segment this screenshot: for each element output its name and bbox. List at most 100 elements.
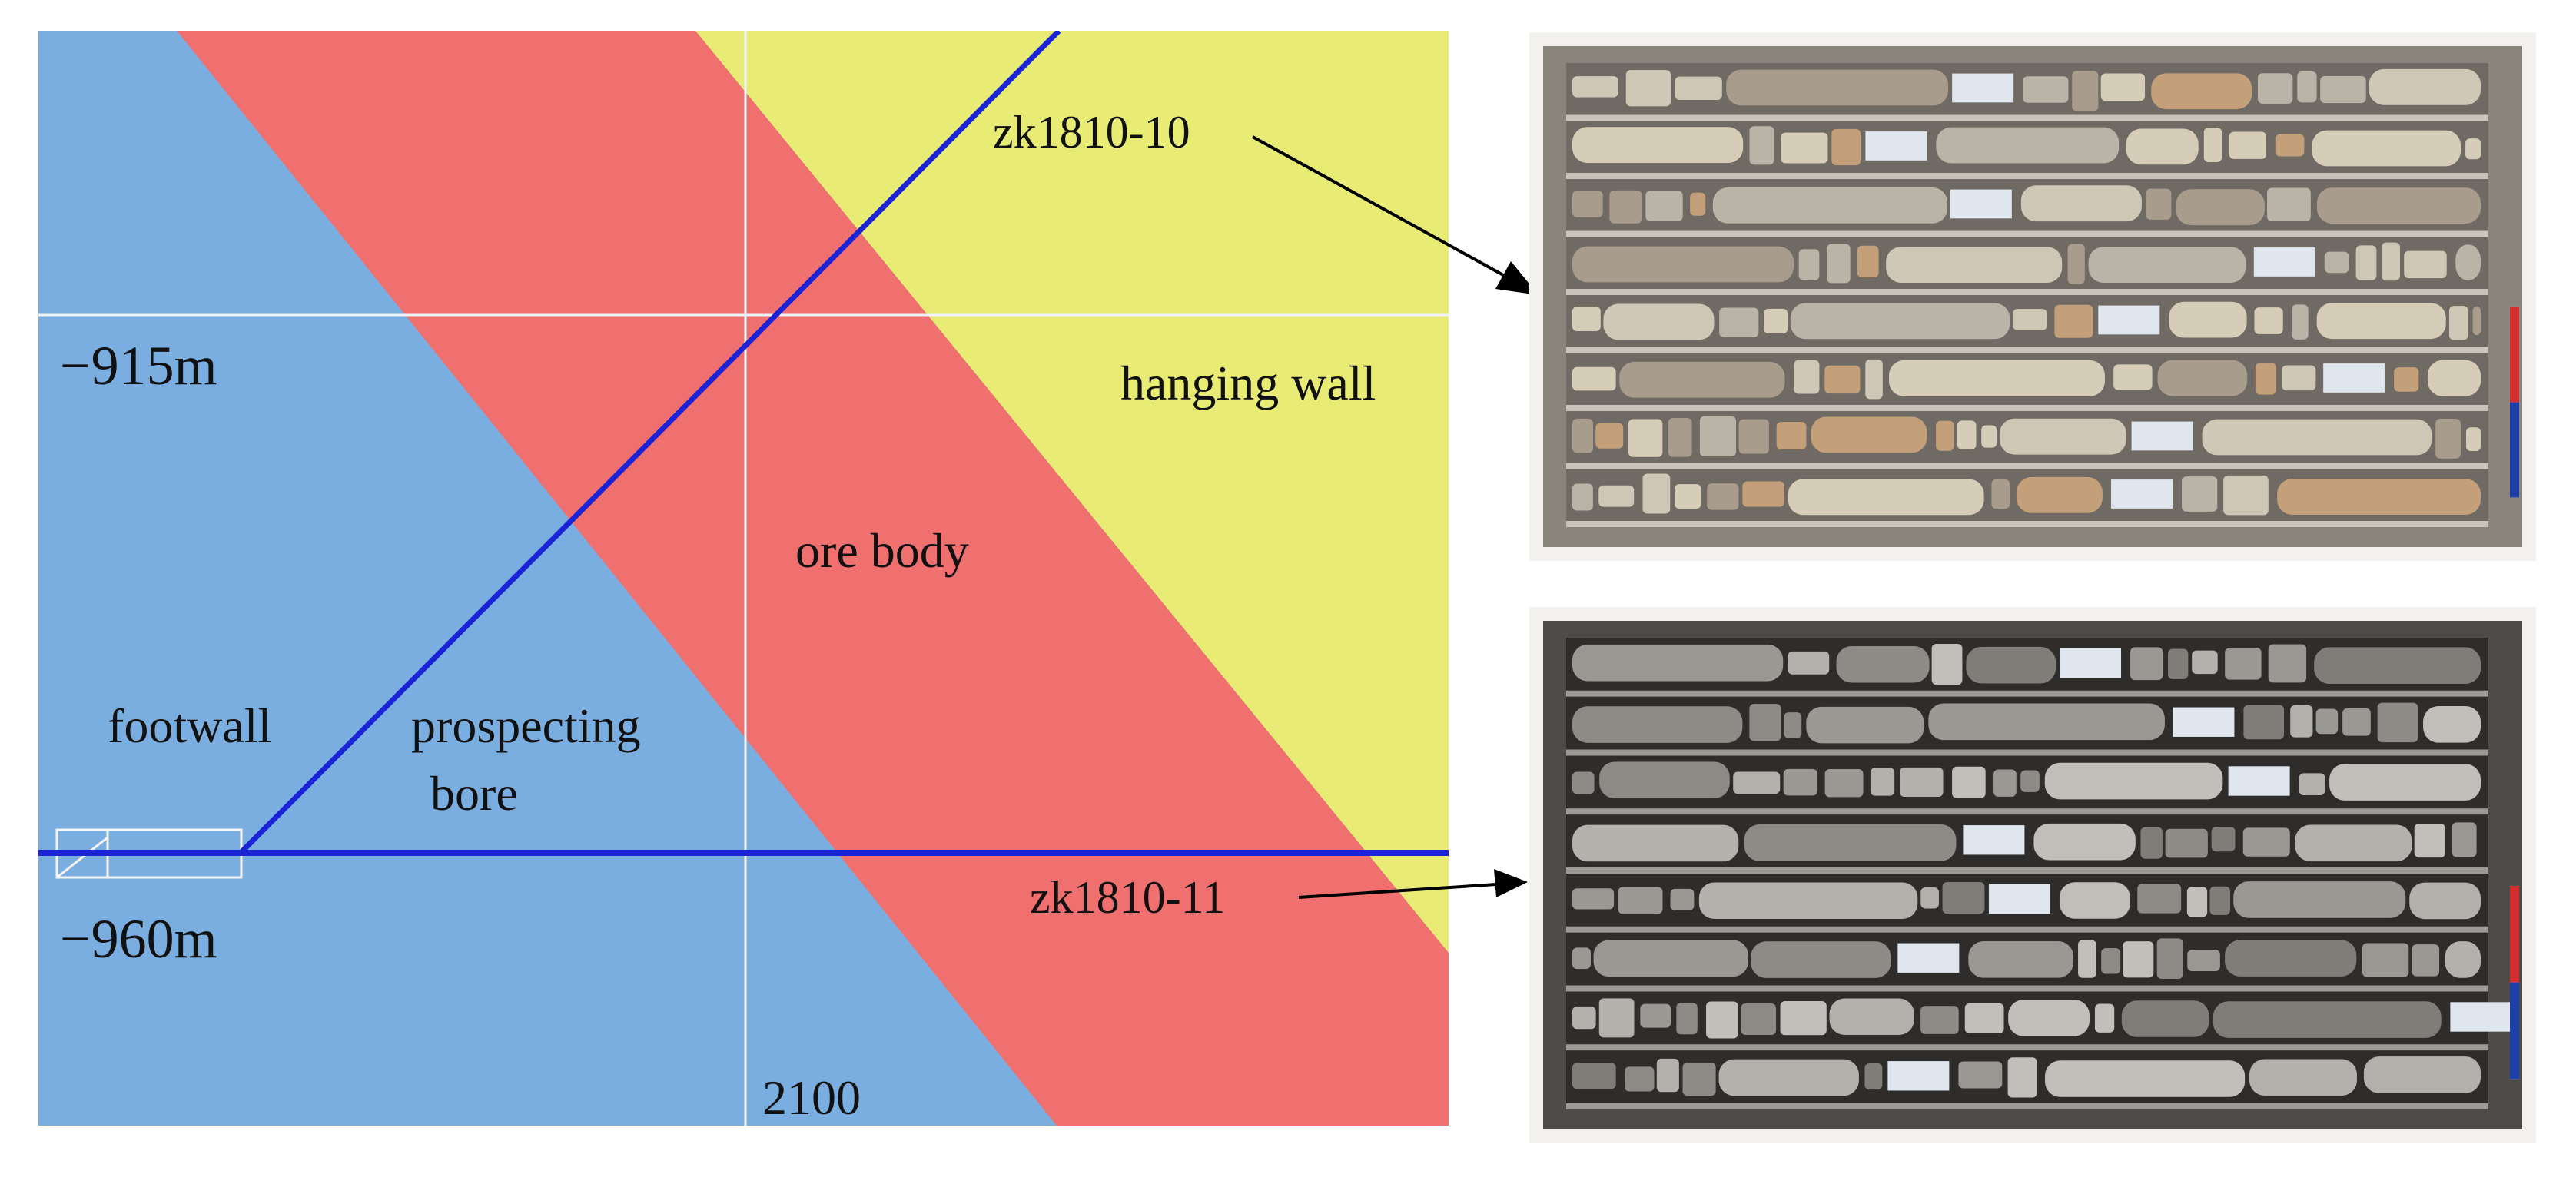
core-piece bbox=[2121, 1000, 2209, 1037]
core-piece bbox=[2324, 251, 2349, 274]
core-box-photo-zk1810-10 bbox=[1529, 32, 2536, 561]
core-piece bbox=[1742, 481, 1784, 507]
tray-divider bbox=[1566, 230, 2488, 237]
core-piece bbox=[2412, 944, 2440, 977]
core-piece bbox=[1572, 771, 1595, 794]
core-piece bbox=[2275, 134, 2305, 157]
core-piece bbox=[2140, 827, 2163, 859]
tray-divider bbox=[1566, 808, 2488, 815]
core-piece bbox=[1598, 485, 1635, 507]
core-piece bbox=[1870, 768, 1895, 796]
prospecting-bore-inclined bbox=[240, 31, 1061, 854]
core-piece bbox=[2126, 128, 2199, 165]
core-piece bbox=[1733, 771, 1781, 794]
core-sample-tag bbox=[1952, 73, 2014, 103]
core-piece bbox=[2445, 941, 2481, 978]
core-piece bbox=[1942, 882, 1985, 914]
core-piece bbox=[2297, 71, 2317, 103]
core-piece bbox=[2223, 475, 2269, 516]
core-sample-tag bbox=[1865, 131, 1927, 161]
core-piece bbox=[1829, 998, 1914, 1036]
core-piece bbox=[1572, 947, 1591, 970]
prospecting-bore-label-line2: bore bbox=[430, 766, 518, 821]
core-piece bbox=[2151, 73, 2252, 110]
core-piece bbox=[2315, 708, 2339, 735]
core-piece bbox=[2023, 76, 2069, 103]
core-piece bbox=[2409, 882, 2481, 920]
core-piece bbox=[1572, 1063, 1616, 1089]
scale-bar-red bbox=[2510, 307, 2519, 403]
core-piece bbox=[1889, 360, 2105, 396]
core-piece bbox=[1572, 127, 1744, 164]
hanging-wall-label: hanging wall bbox=[1120, 356, 1376, 410]
core-piece bbox=[2225, 940, 2357, 977]
core-piece bbox=[2123, 941, 2154, 978]
core-piece bbox=[1645, 191, 1683, 221]
core-piece bbox=[1920, 1006, 1959, 1034]
hanging-wall-zone bbox=[695, 31, 1449, 953]
core-piece bbox=[2008, 1000, 2090, 1036]
core-piece bbox=[1572, 366, 1616, 391]
core-piece bbox=[2100, 73, 2146, 101]
core-piece bbox=[2187, 950, 2220, 971]
core-piece bbox=[1776, 422, 1807, 449]
core-piece bbox=[1598, 998, 1635, 1038]
core-piece bbox=[1572, 706, 1743, 743]
core-piece bbox=[1886, 247, 2063, 284]
core-piece bbox=[2312, 130, 2461, 167]
core-piece bbox=[1968, 941, 2074, 978]
core-piece bbox=[2243, 705, 2285, 740]
core-piece bbox=[1781, 132, 1828, 164]
core-piece bbox=[1675, 484, 1701, 509]
arrowhead-zk1810-10 bbox=[1495, 261, 1539, 295]
core-piece bbox=[2255, 363, 2276, 395]
core-piece bbox=[1599, 761, 1730, 799]
core-piece bbox=[1682, 1062, 1716, 1096]
core-piece bbox=[2176, 189, 2265, 226]
callout-arrow-zk1810-11 bbox=[1298, 882, 1509, 899]
core-piece bbox=[2012, 309, 2047, 330]
core-piece bbox=[1572, 644, 1784, 682]
core-piece bbox=[1831, 128, 1861, 166]
core-piece bbox=[1609, 190, 1642, 224]
core-piece bbox=[1572, 191, 1603, 217]
core-piece bbox=[1619, 361, 1785, 398]
ore-body-label: ore body bbox=[795, 523, 969, 578]
core-piece bbox=[2290, 705, 2313, 738]
tray-divider bbox=[1566, 463, 2488, 469]
tray-divider bbox=[1566, 1103, 2488, 1109]
core-piece bbox=[2394, 367, 2419, 392]
core-piece bbox=[1788, 479, 1984, 516]
core-piece bbox=[1952, 766, 1986, 798]
core-piece bbox=[2382, 242, 2400, 281]
core-piece bbox=[2472, 306, 2481, 336]
core-piece bbox=[2059, 882, 2130, 919]
core-piece bbox=[1783, 768, 1818, 796]
core-piece bbox=[2078, 940, 2096, 978]
core-piece bbox=[1857, 245, 1879, 278]
core-piece bbox=[1958, 1061, 2003, 1089]
core-piece bbox=[2044, 762, 2223, 800]
core-piece bbox=[2314, 647, 2481, 684]
core-piece bbox=[1656, 1058, 1679, 1093]
core-sample-tag bbox=[2323, 363, 2385, 393]
core-piece bbox=[1865, 359, 1883, 400]
core-piece bbox=[1698, 882, 1918, 920]
borehole-label-zk1810-10: zk1810-10 bbox=[993, 107, 1190, 158]
borehole-label-zk1810-11: zk1810-11 bbox=[1030, 872, 1225, 923]
core-piece bbox=[1780, 1001, 1827, 1036]
core-piece bbox=[1572, 888, 1615, 910]
core-piece bbox=[2342, 708, 2371, 736]
core-piece bbox=[1707, 483, 1739, 510]
core-piece bbox=[1572, 307, 1601, 331]
core-piece bbox=[1572, 483, 1593, 511]
core-piece bbox=[1699, 416, 1736, 456]
core-piece bbox=[1572, 824, 1739, 862]
core-piece bbox=[2295, 824, 2412, 862]
core-piece bbox=[1811, 416, 1927, 453]
core-piece bbox=[2192, 650, 2218, 675]
core-sample-tag bbox=[1887, 1061, 1950, 1091]
core-piece bbox=[2209, 886, 2230, 915]
